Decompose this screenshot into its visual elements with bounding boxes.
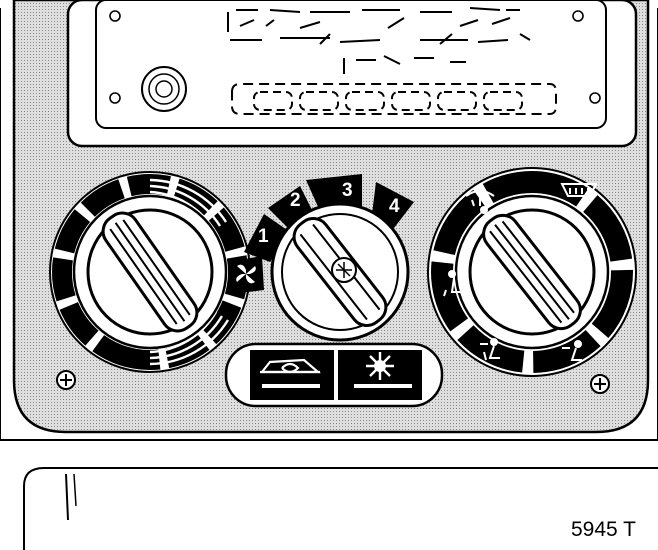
radio-unit <box>66 0 638 148</box>
feet-vent-icon <box>443 270 462 297</box>
air-distribution-knob-grip <box>482 213 582 331</box>
cassette-slot <box>227 7 531 74</box>
temperature-hot-scale <box>149 178 230 366</box>
air-conditioning-snowflake-icon <box>366 352 394 380</box>
fan-knob-badge <box>331 257 357 283</box>
temperature-knob-grip <box>101 211 199 333</box>
rear-window-heater-icon <box>560 183 598 197</box>
fan-speed-1-label: 1 <box>258 226 269 247</box>
radio-screw-left <box>109 92 121 104</box>
temperature-control <box>49 171 251 373</box>
recirculation-button[interactable] <box>250 350 334 400</box>
radio-screw-top-left <box>109 10 121 22</box>
air-distribution-control <box>427 167 637 377</box>
windscreen-defrost-icon <box>465 190 495 214</box>
fan-speed-2-label: 2 <box>290 190 301 211</box>
air-recirculation-icon <box>259 358 321 374</box>
air-distribution-scale <box>431 171 633 373</box>
fan-speed-1-segment <box>244 214 290 262</box>
fan-icon <box>236 264 256 284</box>
fan-speed-control: 1 2 3 4 <box>228 174 414 342</box>
fan-speed-4-label: 4 <box>389 196 400 217</box>
fan-speed-3-label: 3 <box>342 180 353 201</box>
switch-unit <box>224 342 444 408</box>
panel-screw-right <box>590 374 610 394</box>
face-and-feet-vent-icon <box>480 338 500 361</box>
radio-screw-top-right <box>572 10 584 22</box>
preset-buttons <box>231 83 557 115</box>
face-vent-icon <box>562 340 582 361</box>
panel-screw-left <box>56 370 76 390</box>
radio-screw-right <box>589 92 601 104</box>
figure-reference: 5945 T <box>571 518 636 541</box>
fan-speed-4-segment <box>372 182 414 228</box>
storage-compartment <box>23 467 658 550</box>
air-conditioning-button[interactable] <box>338 350 422 400</box>
